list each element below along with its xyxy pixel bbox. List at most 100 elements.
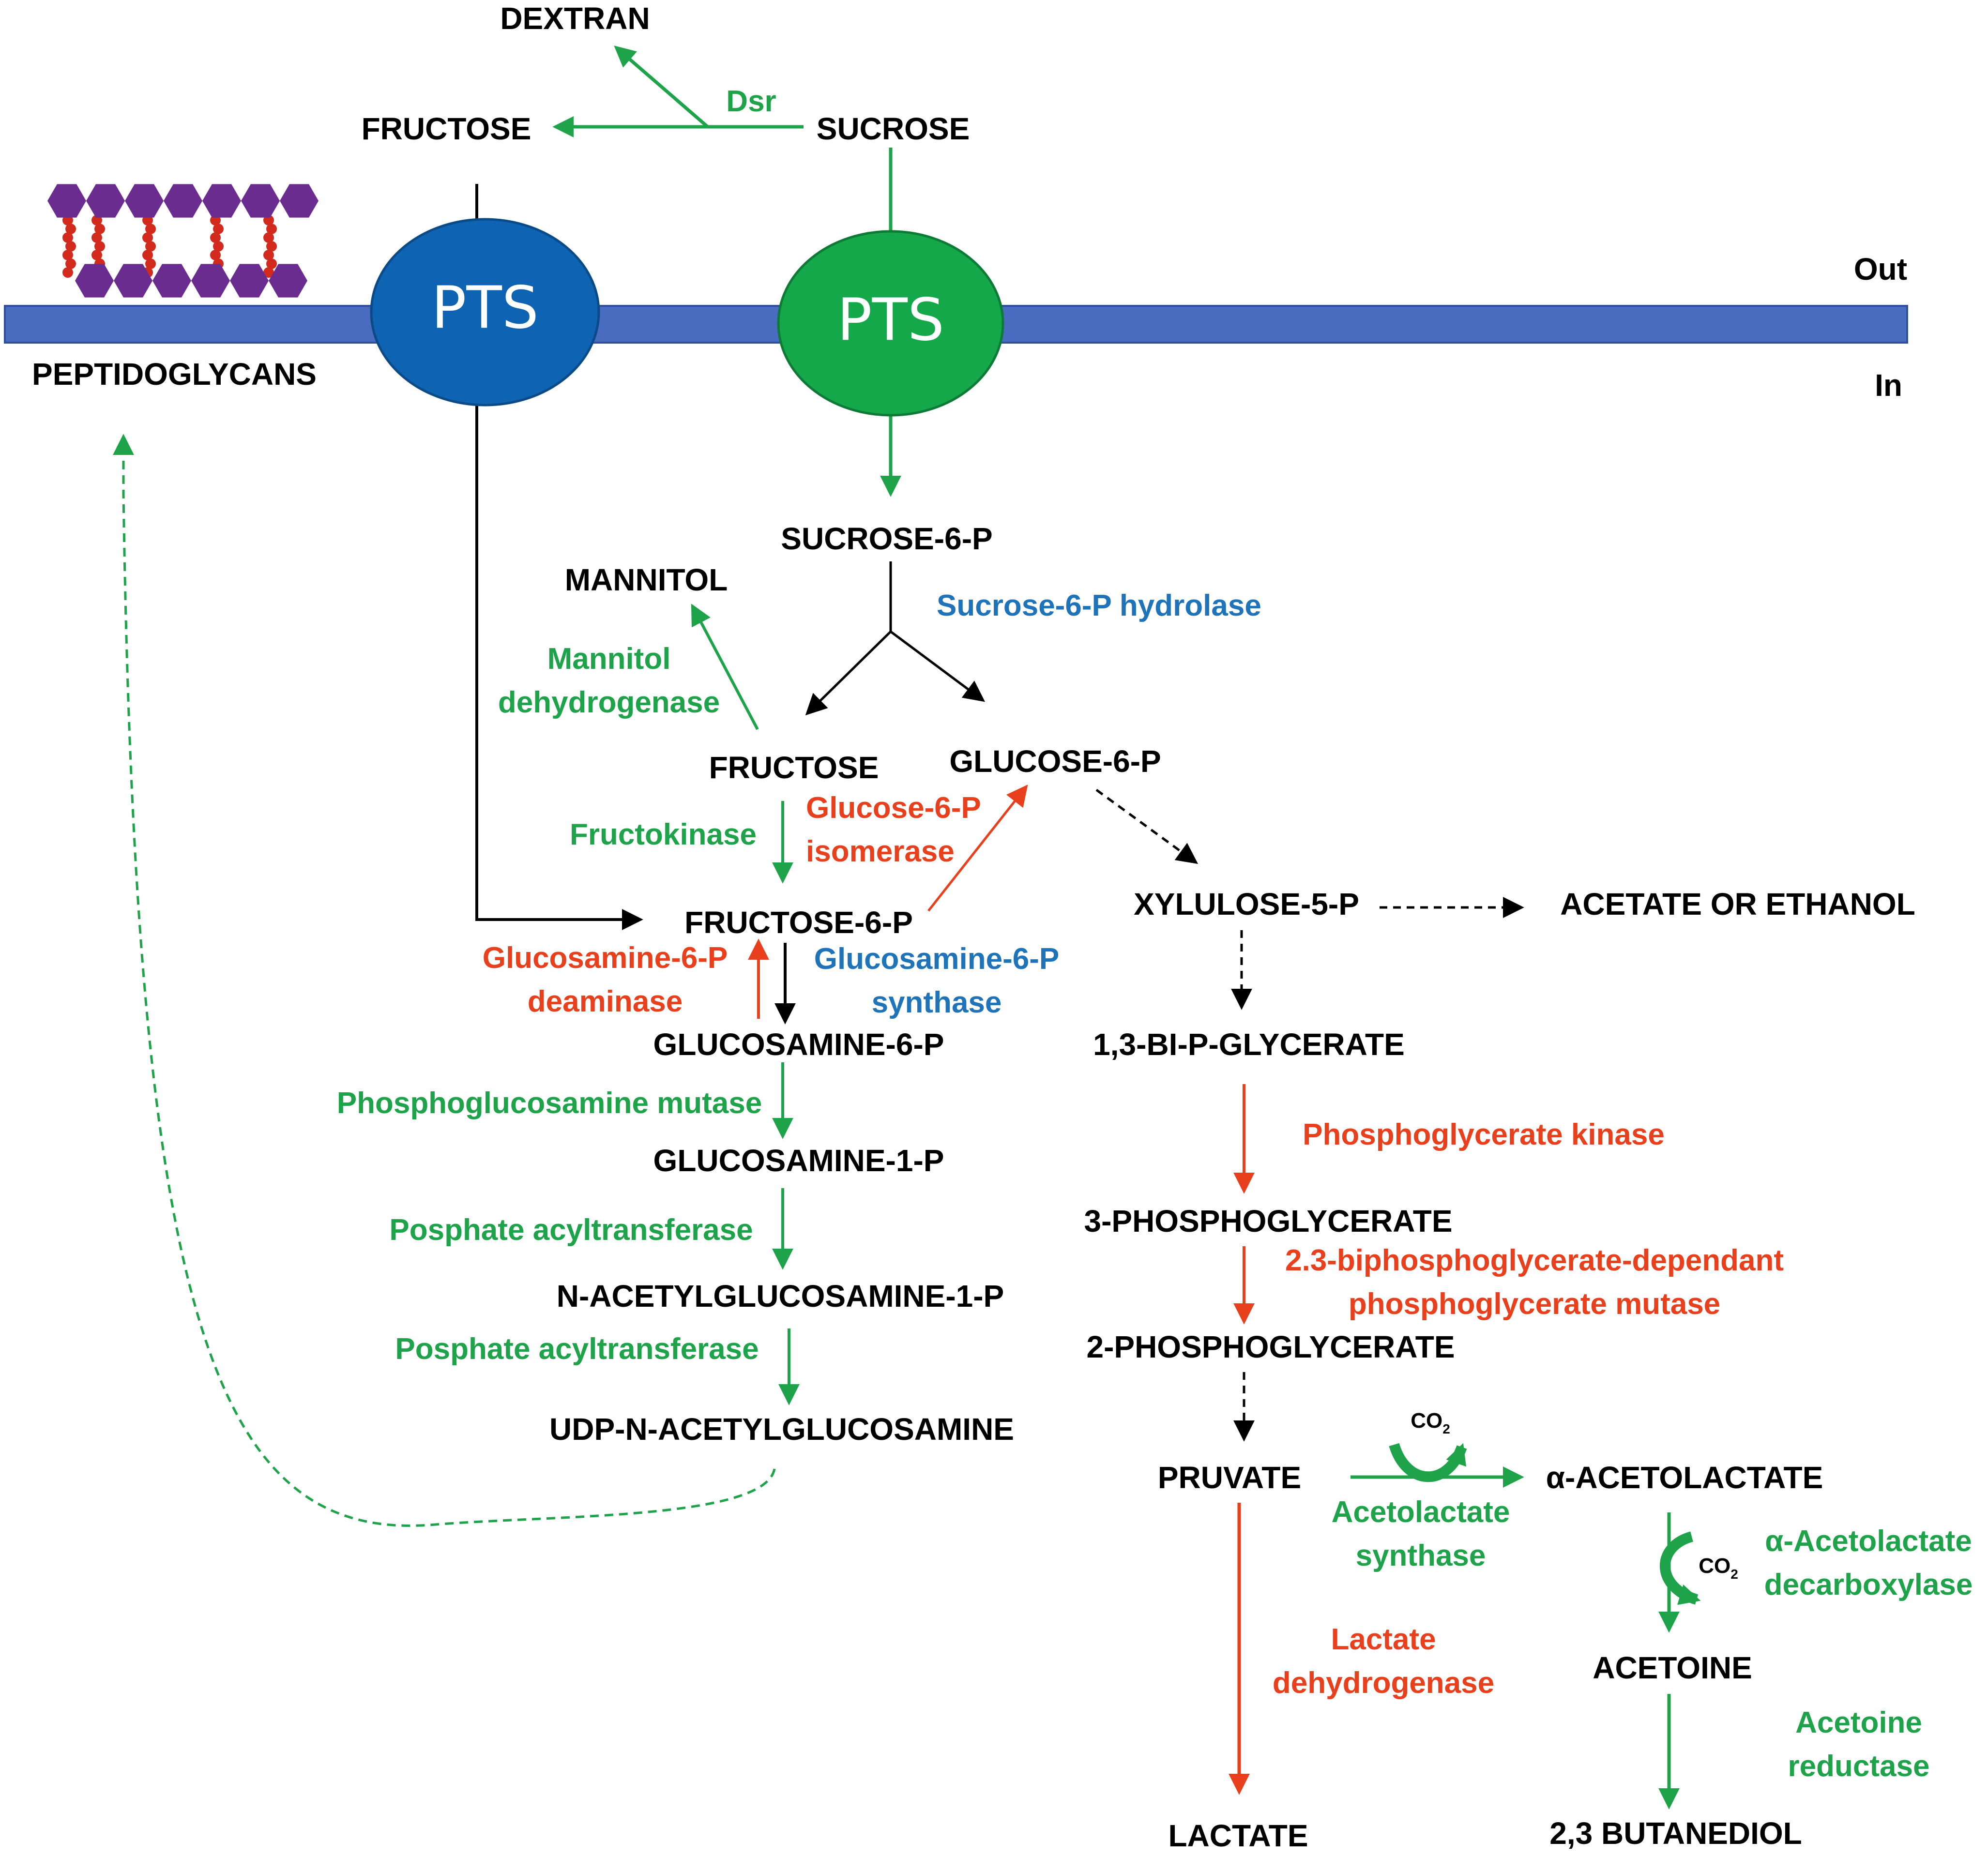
peptidoglycan-bead <box>263 232 274 243</box>
peptidoglycan-hexagon <box>241 184 280 218</box>
peptidoglycan-bead <box>142 250 153 260</box>
peptidoglycan-bead <box>213 224 224 234</box>
pts-transporter-green: PTS <box>777 230 1004 417</box>
glucosamine-6p-label: GLUCOSAMINE-6-P <box>653 1027 944 1062</box>
peptidoglycan-bead <box>210 250 221 260</box>
mannitol-dehydrogenase-label-2: dehydrogenase <box>498 686 720 719</box>
out-label: Out <box>1854 252 1907 287</box>
g6p-isomerase-label-2: isomerase <box>806 835 955 868</box>
peptidoglycan-bead <box>91 250 102 260</box>
acetolactate-decarboxylase-label-2: decarboxylase <box>1764 1568 1973 1601</box>
peptidoglycan-bead <box>142 232 153 243</box>
fructokinase-label: Fructokinase <box>570 818 757 851</box>
peptidoglycan-bead <box>266 224 277 234</box>
fructose-in-label: FRUCTOSE <box>709 750 879 785</box>
peptidoglycan-bead <box>145 241 156 252</box>
peptidoglycan-hexagon <box>269 264 307 298</box>
butanediol-label: 2,3 BUTANEDIOL <box>1549 1816 1802 1851</box>
in-label: In <box>1875 368 1902 403</box>
peptidoglycan-bead <box>62 250 73 260</box>
peptidoglycan-hexagon <box>191 264 230 298</box>
peptidoglycan-bead <box>145 258 156 269</box>
isomerase-arrow <box>927 785 1028 912</box>
peptidoglycan-hexagon <box>47 184 86 218</box>
co2-label-decarboxylase: CO2 <box>1699 1554 1738 1582</box>
sucrose-label: SUCROSE <box>817 111 970 146</box>
phosphoglycerate-kinase-label: Phosphoglycerate kinase <box>1303 1118 1665 1151</box>
peptidoglycan-hexagon <box>164 184 202 218</box>
fructose-pts-to-fructose6p-arrow <box>475 184 643 930</box>
peptidoglycan-icon <box>47 184 319 298</box>
peptidoglycan-bead <box>94 224 105 234</box>
dsr-to-dextran-arrow <box>614 45 709 128</box>
peptidoglycan-hexagon <box>114 264 152 298</box>
lactate-dehydrogenase-label-1: Lactate <box>1331 1623 1436 1656</box>
acetoine-reductase-label-2: reductase <box>1788 1750 1930 1783</box>
pruvate-label: PRUVATE <box>1158 1460 1301 1495</box>
glucose-6p-label: GLUCOSE-6-P <box>949 744 1161 779</box>
peptidoglycan-bead <box>65 224 76 234</box>
acyltransferase-label-2: Posphate acyltransferase <box>395 1332 759 1366</box>
phosphoglucosamine-mutase-label: Phosphoglucosamine mutase <box>337 1087 762 1120</box>
co2-release-arrow-decarboxylase <box>1660 1531 1701 1605</box>
phosphoglycerate-2-label: 2-PHOSPHOGLYCERATE <box>1086 1329 1455 1364</box>
dsr-label: Dsr <box>726 85 776 118</box>
xylulose-5p-label: XYLULOSE-5-P <box>1134 887 1359 921</box>
peptidoglycan-bead <box>263 267 274 278</box>
n-acetylglucosamine-1p-label: N-ACETYLGLUCOSAMINE-1-P <box>557 1279 1004 1313</box>
peptidoglycan-bead <box>266 241 277 252</box>
peptidoglycan-bead <box>263 250 274 260</box>
glucose6p-to-xylulose-arrow <box>1095 788 1199 864</box>
mannitol-label: MANNITOL <box>565 562 728 597</box>
peptidoglycan-bead <box>145 224 156 234</box>
peptidoglycan-hexagon <box>280 184 319 218</box>
peptidoglycan-hexagon <box>75 264 114 298</box>
peptidoglycan-bead <box>62 232 73 243</box>
bi-p-glycerate-label: 1,3-BI-P-GLYCERATE <box>1093 1027 1405 1062</box>
peptidoglycan-bead <box>91 232 102 243</box>
sucrose-6p-label: SUCROSE-6-P <box>781 521 992 556</box>
peptidoglycan-hexagon <box>125 184 164 218</box>
udp-to-peptidoglycans-dashed-arrow <box>113 434 776 1527</box>
fructose-6p-label: FRUCTOSE-6-P <box>684 905 913 940</box>
peptidoglycan-bead <box>94 241 105 252</box>
gln6p-deaminase-label-2: deaminase <box>528 985 683 1018</box>
peptidoglycan-bead <box>65 241 76 252</box>
sucrose-6p-hydrolase-label: Sucrose-6-P hydrolase <box>937 589 1261 622</box>
co2-label-synthase: CO2 <box>1411 1409 1450 1436</box>
pts-transporter-blue: PTS <box>370 218 600 407</box>
peptidoglycans-label: PEPTIDOGLYCANS <box>32 357 317 392</box>
pts-green-label: PTS <box>837 287 944 354</box>
acetolactate-synthase-label-2: synthase <box>1356 1539 1486 1572</box>
phosphoglycerate-3-label: 3-PHOSPHOGLYCERATE <box>1084 1204 1452 1238</box>
gln6p-deaminase-label-1: Glucosamine-6-P <box>483 941 728 975</box>
peptidoglycan-bead <box>210 232 221 243</box>
mannitol-dehydrogenase-label-1: Mannitol <box>547 642 671 676</box>
acetolactate-synthase-label-1: Acetolactate <box>1332 1495 1510 1529</box>
fructose-out-label: FRUCTOSE <box>362 111 531 146</box>
pg-mutase-label-1: 2.3-biphosphoglycerate-dependant <box>1285 1244 1784 1277</box>
gln6p-synthase-label-1: Glucosamine-6-P <box>814 942 1059 976</box>
pg-mutase-label-2: phosphoglycerate mutase <box>1349 1287 1720 1321</box>
lactate-label: LACTATE <box>1168 1818 1308 1853</box>
acetoine-reductase-label-1: Acetoine <box>1795 1706 1922 1739</box>
sucrose6p-to-glucose6p-arrow <box>890 630 986 702</box>
pts-blue-label: PTS <box>431 275 539 342</box>
fructose-to-mannitol-arrow <box>691 604 759 730</box>
dextran-label: DEXTRAN <box>500 1 650 36</box>
peptidoglycan-bead <box>65 258 76 269</box>
sucrose6p-to-fructose-arrow <box>805 631 892 716</box>
co2-release-arrow-synthase <box>1389 1443 1467 1482</box>
acetoine-label: ACETOINE <box>1593 1650 1752 1685</box>
acetate-ethanol-label: ACETATE OR ETHANOL <box>1560 887 1915 921</box>
peptidoglycan-bead <box>266 258 277 269</box>
acetolactate-label: α-ACETOLACTATE <box>1546 1460 1823 1495</box>
peptidoglycan-hexagon <box>202 184 241 218</box>
udp-n-acetylglucosamine-label: UDP-N-ACETYLGLUCOSAMINE <box>549 1412 1014 1447</box>
glucosamine-1p-label: GLUCOSAMINE-1-P <box>653 1143 944 1178</box>
acyltransferase-label-1: Posphate acyltransferase <box>389 1213 753 1247</box>
acetolactate-decarboxylase-label-1: α-Acetolactate <box>1765 1525 1972 1558</box>
g6p-isomerase-label-1: Glucose-6-P <box>806 791 981 825</box>
peptidoglycan-hexagon <box>230 264 269 298</box>
